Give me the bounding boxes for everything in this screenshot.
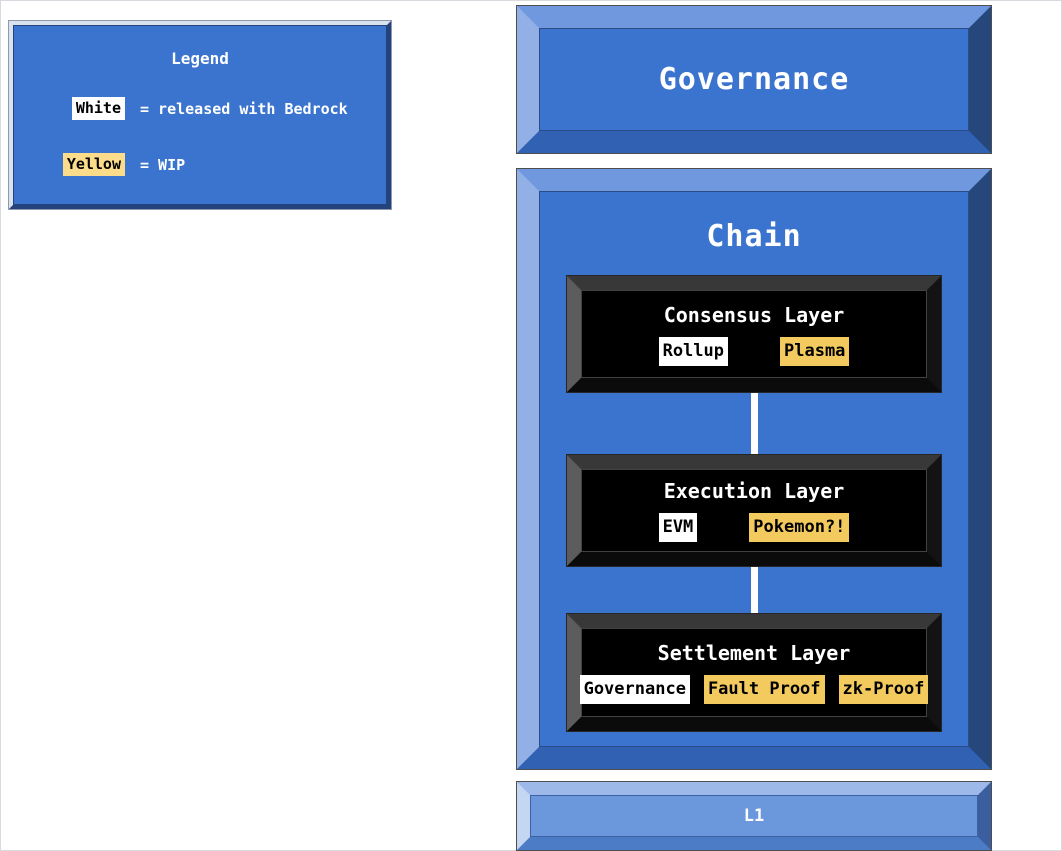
consensus-layer-chips: Rollup Plasma bbox=[658, 336, 850, 366]
settlement-layer-chips: Governance Fault Proof zk-Proof bbox=[579, 675, 929, 704]
legend-swatch-white: White bbox=[71, 97, 125, 120]
settlement-layer-box: Settlement Layer Governance Fault Proof … bbox=[566, 613, 942, 732]
settlement-layer-title: Settlement Layer bbox=[657, 641, 851, 665]
consensus-layer-box: Consensus Layer Rollup Plasma bbox=[566, 275, 942, 393]
chip-evm: EVM bbox=[658, 513, 698, 542]
legend-swatch-column: White bbox=[47, 97, 125, 120]
chain-box: Chain Consensus Layer Rollup Plasma Exec… bbox=[516, 168, 992, 770]
execution-layer-title: Execution Layer bbox=[663, 479, 845, 503]
execution-layer-box: Execution Layer EVM Pokemon?! bbox=[566, 454, 942, 567]
chip-fault-proof: Fault Proof bbox=[703, 675, 825, 704]
governance-box: Governance bbox=[516, 5, 992, 154]
legend-title: Legend bbox=[171, 49, 229, 68]
l1-box: L1 bbox=[516, 781, 992, 851]
legend-description-released: = released with Bedrock bbox=[140, 99, 348, 118]
legend-panel: Legend White = released with Bedrock Yel… bbox=[8, 20, 392, 210]
legend-item-wip: Yellow = WIP bbox=[47, 153, 387, 176]
connector-execution-to-settlement bbox=[750, 566, 758, 614]
chip-zk-proof: zk-Proof bbox=[838, 675, 929, 704]
execution-layer-chips: EVM Pokemon?! bbox=[658, 513, 850, 542]
chip-pokemon: Pokemon?! bbox=[749, 513, 850, 542]
legend-description-wip: = WIP bbox=[140, 155, 186, 174]
consensus-layer-title: Consensus Layer bbox=[663, 302, 845, 327]
chip-rollup: Rollup bbox=[658, 336, 728, 366]
chip-governance: Governance bbox=[579, 675, 690, 704]
chip-plasma: Plasma bbox=[780, 336, 850, 366]
legend-item-released: White = released with Bedrock bbox=[47, 97, 387, 120]
l1-box-label: L1 bbox=[743, 806, 765, 826]
governance-box-label: Governance bbox=[658, 62, 850, 97]
legend-swatch-column: Yellow bbox=[47, 153, 125, 176]
connector-consensus-to-execution bbox=[750, 392, 758, 455]
chain-box-title: Chain bbox=[706, 219, 802, 254]
legend-swatch-yellow: Yellow bbox=[62, 153, 125, 176]
chain-box-interior: Chain Consensus Layer Rollup Plasma Exec… bbox=[539, 191, 969, 747]
